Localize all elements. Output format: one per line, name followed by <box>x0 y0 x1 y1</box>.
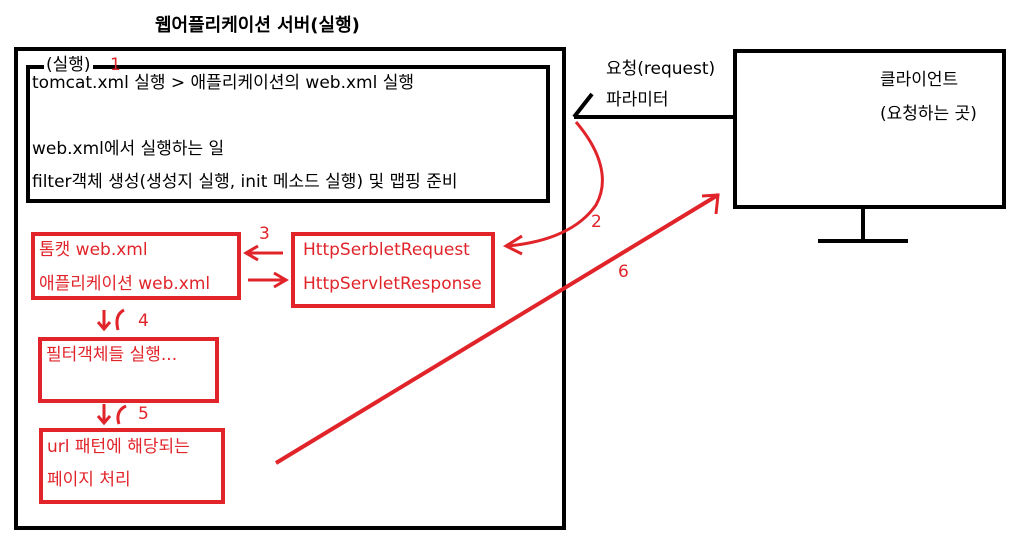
client-sublabel: (요청하는 곳) <box>880 104 977 124</box>
webxml-line-2: 애플리케이션 web.xml <box>39 274 211 294</box>
step-5-arrow-b <box>116 404 127 425</box>
url-line-1: url 패턴에 해당되는 <box>47 437 190 457</box>
init-line-3: filter객체 생성(생성지 실행, init 메소드 실행) 및 맵핑 준비 <box>32 172 458 192</box>
step-6-response-line <box>274 193 720 465</box>
step-3-number: 3 <box>259 224 270 244</box>
step-6-number: 6 <box>618 262 629 282</box>
step-5-number: 5 <box>138 404 149 424</box>
step-2-number: 2 <box>591 212 602 232</box>
monitor-stand <box>861 209 865 241</box>
parameter-label: 파라미터 <box>606 90 669 110</box>
step-3-arrowhead-left <box>243 244 259 262</box>
step-4-number: 4 <box>138 311 149 331</box>
diagram-title: 웹어플리케이션 서버(실행) <box>155 15 360 36</box>
step-2-arrowhead <box>502 234 523 256</box>
step-2-arrow <box>507 121 604 248</box>
client-label: 클라이언트 <box>880 70 959 90</box>
response-object-label: HttpServletResponse <box>303 274 482 294</box>
request-response-box <box>291 232 495 308</box>
step-5-arrow-a <box>96 404 112 426</box>
filter-box <box>38 337 219 403</box>
request-label: 요청(request) <box>606 59 716 79</box>
webxml-line-1: 톰캣 web.xml <box>39 240 148 260</box>
step-4-arrow-a <box>96 310 112 332</box>
webxml-box <box>31 232 241 300</box>
url-line-2: 페이지 처리 <box>47 470 131 490</box>
step-4-arrow-b <box>115 308 125 331</box>
step-3-arrowhead-right <box>273 271 289 289</box>
client-monitor <box>733 49 1006 209</box>
filter-label: 필터객체들 실행... <box>46 345 178 365</box>
step1-number: 1 <box>110 55 121 75</box>
step-6-arrowhead <box>701 193 720 215</box>
request-line-tick <box>572 92 594 119</box>
monitor-base <box>818 239 908 243</box>
init-line-2: web.xml에서 실행하는 일 <box>32 139 225 159</box>
request-object-label: HttpSerbletRequest <box>303 240 470 260</box>
url-box <box>39 428 225 504</box>
step1-label: (실행) <box>44 55 93 75</box>
init-box <box>26 65 550 203</box>
init-line-1: tomcat.xml 실행 > 애플리케이션의 web.xml 실행 <box>32 73 415 93</box>
